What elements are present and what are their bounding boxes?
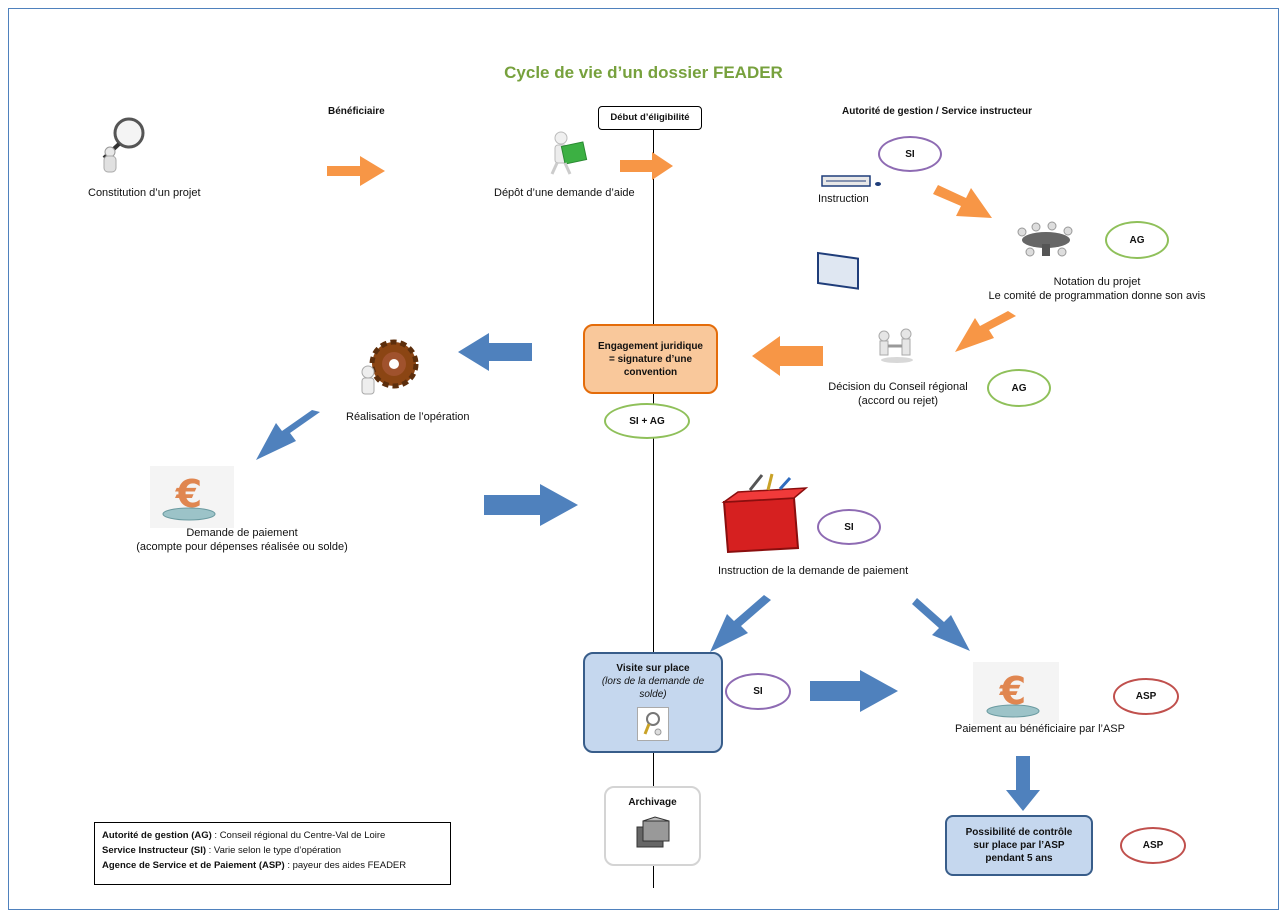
debut-eligibilite-box: Début d’éligibilité [598, 106, 702, 130]
legend-ag-term: Autorité de gestion (AG) [102, 830, 212, 841]
archivage-box: Archivage [604, 786, 701, 866]
archivage-label: Archivage [628, 797, 677, 808]
magnifier-person-icon [102, 117, 145, 173]
legend-asp-term: Agence de Service et de Paiement (ASP) [102, 860, 285, 871]
legend-si-term: Service Instructeur (SI) [102, 845, 207, 856]
controle-box: Possibilité de contrôle sur place par l’… [945, 815, 1093, 876]
step-demande-paiement-line1: Demande de paiement [186, 527, 298, 539]
step-notation-line1: Notation du projet [1053, 276, 1141, 288]
step-depot: Dépôt d’une demande d’aide [494, 187, 635, 199]
legend-si-def: : Varie selon le type d’opération [206, 845, 342, 856]
orange-arrow-left [752, 336, 823, 376]
badge-asp-paiement: ASP [1113, 678, 1179, 715]
orange-arrow-2 [620, 152, 673, 180]
header-autorite: Autorité de gestion / Service instructeu… [842, 106, 1033, 117]
step-constitution: Constitution d’un projet [88, 187, 201, 199]
handshake-icon [878, 328, 913, 363]
step-demande-paiement-line2: (acompte pour dépenses réalisée ou solde… [136, 541, 348, 553]
orange-arrow-1 [327, 156, 385, 186]
euro-coin-icon: € [150, 466, 234, 528]
legend-asp-def: : payeur des aides FEADER [284, 860, 407, 871]
page-frame [8, 8, 1279, 910]
svg-text:€: € [999, 669, 1026, 713]
orange-arrow-diag-1 [933, 185, 992, 218]
header-beneficiaire: Bénéficiaire [328, 106, 385, 117]
diagram-title: Cycle de vie d’un dossier FEADER [504, 63, 783, 82]
badge-ag-notation: AG [1105, 221, 1169, 259]
blue-arrow-down [1006, 756, 1040, 811]
orange-arrow-diag-2 [955, 311, 1016, 352]
step-demande-paiement: Demande de paiement (acompte pour dépens… [112, 526, 372, 554]
badge-ag-decision: AG [987, 369, 1051, 407]
step-notation-line2: Le comité de programmation donne son avi… [988, 290, 1206, 302]
archive-folder-icon [633, 815, 673, 849]
blue-arrow-diag-3 [912, 598, 970, 651]
badge-si-visite: SI [725, 673, 791, 710]
badge-si-instruction-paiement: SI [817, 509, 881, 545]
step-realisation: Réalisation de l’opération [346, 411, 470, 423]
legend-si: Service Instructeur (SI) : Varie selon l… [102, 843, 443, 858]
step-paiement-asp: Paiement au bénéficiaire par l’ASP [955, 723, 1125, 735]
legend-ag-def: : Conseil régional du Centre-Val de Loir… [211, 830, 386, 841]
legend-asp: Agence de Service et de Paiement (ASP) :… [102, 858, 443, 873]
blue-arrow-right-2 [810, 670, 898, 712]
step-decision-line2: (accord ou rejet) [857, 395, 939, 407]
step-decision-line1: Décision du Conseil régional [828, 381, 968, 393]
legend-box: Autorité de gestion (AG) : Conseil régio… [94, 822, 451, 885]
step-instruction-paiement: Instruction de la demande de paiement [718, 565, 909, 577]
euro-coin-icon-2: € [973, 662, 1059, 724]
blue-arrow-right-1 [484, 484, 578, 526]
visite-box: Visite sur place (lors de la demande de … [583, 652, 723, 753]
magnifier-icon [637, 707, 669, 741]
step-notation: Notation du projet Le comité de programm… [972, 275, 1222, 303]
meeting-table-icon [1017, 221, 1073, 257]
computer-icon [817, 175, 881, 290]
visite-title: Visite sur place [616, 663, 690, 674]
step-decision: Décision du Conseil régional (accord ou … [818, 380, 978, 408]
badge-asp-controle: ASP [1120, 827, 1186, 864]
blue-arrow-left [458, 333, 532, 371]
blue-arrow-diag-1 [256, 410, 320, 460]
toolbox-icon [721, 473, 809, 554]
gear-person-icon [361, 339, 419, 395]
blue-arrow-diag-2 [710, 595, 771, 652]
engagement-box: Engagement juridique = signature d’une c… [583, 324, 718, 394]
badge-si-instruction: SI [878, 136, 942, 172]
badge-si-ag-engagement: SI + AG [604, 403, 690, 439]
eligibility-timeline [653, 130, 654, 888]
visite-subtitle: (lors de la demande de solde) [601, 676, 705, 700]
svg-text:€: € [175, 472, 202, 516]
person-carrying-envelope-icon [550, 131, 588, 175]
legend-ag: Autorité de gestion (AG) : Conseil régio… [102, 828, 443, 843]
step-instruction: Instruction [818, 193, 869, 205]
